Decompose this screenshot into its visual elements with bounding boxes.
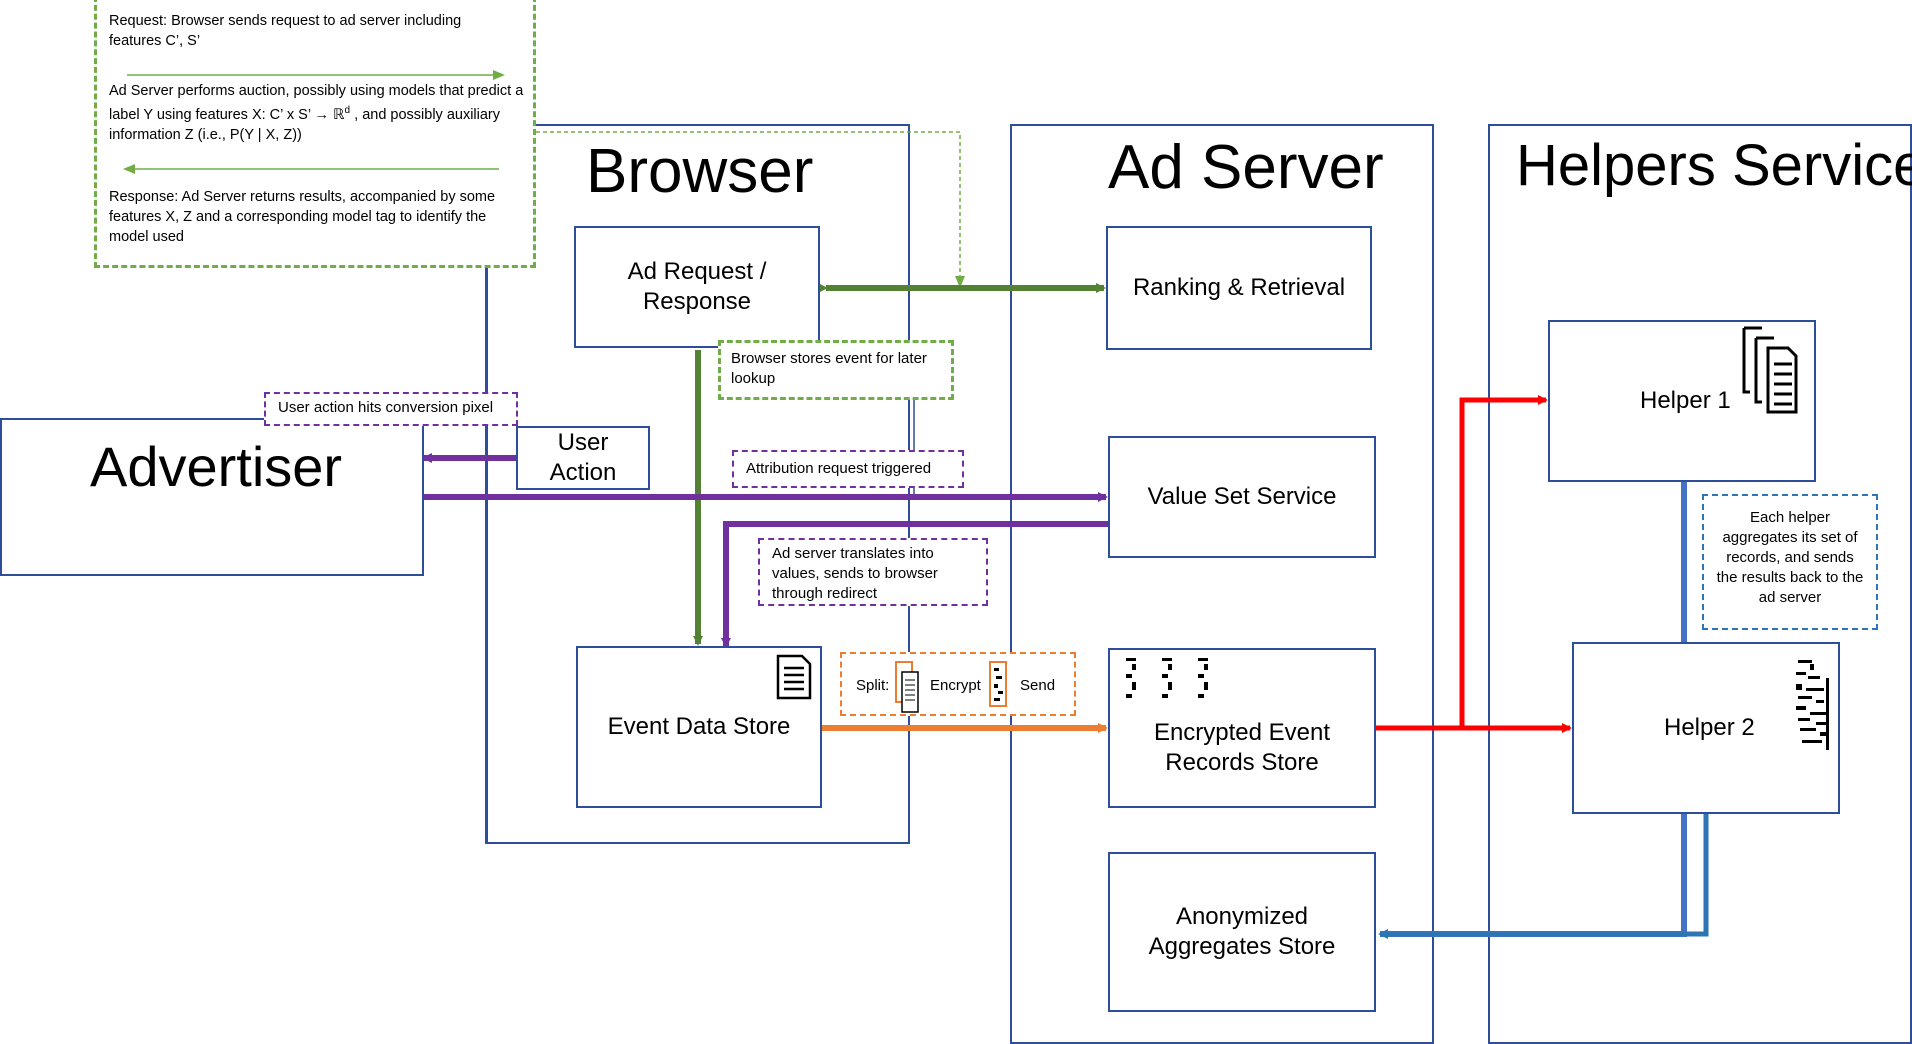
encrypt-label: Encrypt [930, 677, 981, 694]
helpers-service-title: Helpers Service [1516, 133, 1912, 198]
advertiser-title: Advertiser [90, 435, 343, 498]
send-label: Send [1020, 677, 1056, 694]
ranking-retrieval-box: Ranking & Retrieval [1106, 226, 1372, 350]
encrypted-event-records-box: Encrypted Event Records Store [1108, 648, 1376, 808]
to-helper1-arrow [1376, 395, 1548, 731]
helper-2-box: Helper 2 [1572, 642, 1840, 814]
anonymized-aggregates-box: Anonymized Aggregates Store [1108, 852, 1376, 1012]
encrypted-records-icon [1126, 658, 1208, 698]
conversion-pixel-note: User action hits conversion pixel [264, 392, 518, 426]
legend-connector [536, 131, 965, 288]
documents-stack-icon [1742, 326, 1798, 414]
values-redirect-arrow [721, 521, 1110, 648]
legend-response-text: Response: Ad Server returns results, acc… [103, 187, 531, 247]
value-set-service-box: Value Set Service [1108, 436, 1376, 558]
split-encrypt-send-note: Split: Encrypt Send [840, 652, 1076, 716]
user-action-box[interactable]: User Action [516, 426, 650, 490]
protocol-legend: Request: Browser sends request to ad ser… [94, 0, 536, 268]
helpers-aggregate-note: Each helper aggregates its set of record… [1702, 494, 1878, 630]
aggregates-arrow [1378, 812, 1709, 939]
legend-auction-text: Ad Server performs auction, possibly usi… [103, 81, 531, 145]
document-icon [776, 654, 812, 700]
advertiser-box: Advertiser [0, 418, 424, 576]
legend-request-text: Request: Browser sends request to ad ser… [103, 11, 523, 51]
browser-stores-note: Browser stores event for later lookup [718, 340, 954, 400]
ad-server-title: Ad Server [1108, 133, 1384, 202]
ad-request-response-box: Ad Request / Response [574, 226, 820, 348]
split-label: Split: [856, 677, 890, 694]
split-document-icon [895, 661, 919, 713]
encrypted-fragments-icon [989, 661, 1007, 707]
shredded-document-icon [1796, 660, 1829, 750]
attribution-request-note: Attribution request triggered [732, 450, 964, 488]
browser-title: Browser [586, 137, 814, 206]
translate-values-note: Ad server translates into values, sends … [758, 538, 988, 606]
